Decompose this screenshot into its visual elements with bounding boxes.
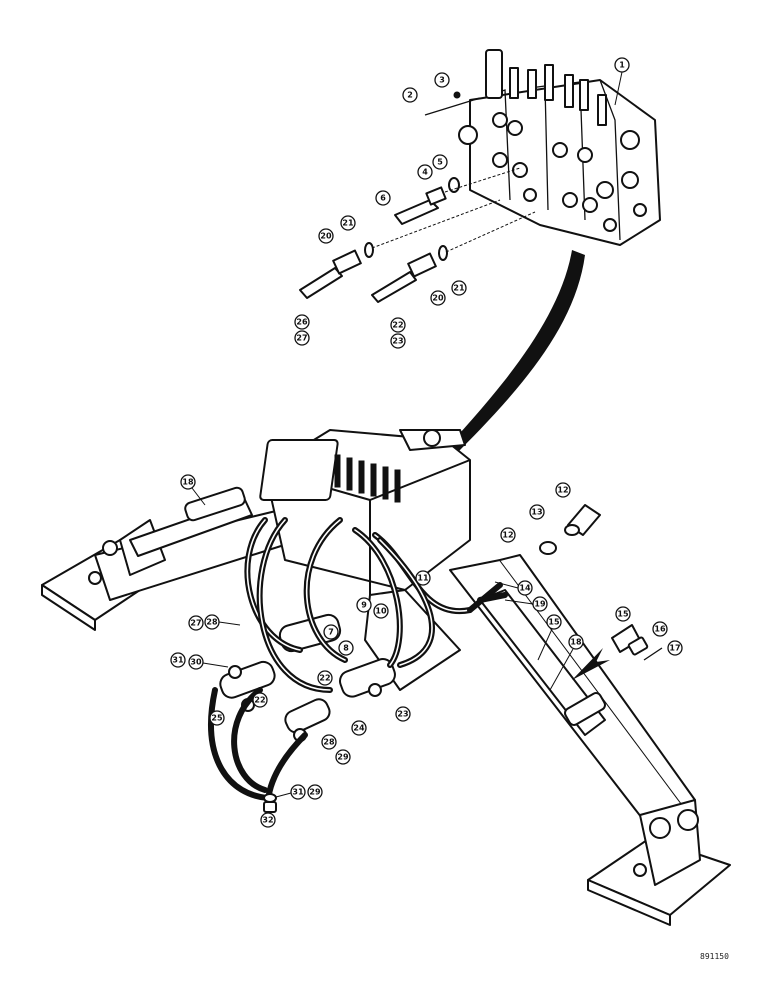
- callout-23a: 23: [390, 333, 406, 349]
- callout-22c: 22: [317, 670, 333, 686]
- callout-4: 4: [417, 164, 433, 180]
- callout-28b: 28: [321, 734, 337, 750]
- callout-29b: 29: [307, 784, 323, 800]
- loose-fittings: [263, 504, 663, 813]
- svg-text:23: 23: [397, 710, 408, 719]
- callout-2: 2: [402, 87, 418, 103]
- svg-text:28: 28: [206, 618, 218, 627]
- svg-text:7: 7: [328, 628, 334, 637]
- svg-text:18: 18: [182, 478, 194, 487]
- callout-group: 1 2 3 4 5 6 20 21 20 21 22 23 26 27 18 1…: [170, 57, 683, 828]
- svg-text:21: 21: [453, 284, 465, 293]
- svg-text:12: 12: [557, 486, 568, 495]
- svg-text:29: 29: [309, 788, 321, 797]
- callout-24: 24: [351, 720, 367, 736]
- svg-text:15: 15: [617, 610, 629, 619]
- callout-20a: 20: [318, 228, 334, 244]
- svg-text:26: 26: [296, 318, 308, 327]
- svg-text:32: 32: [262, 816, 273, 825]
- svg-text:27: 27: [296, 334, 307, 343]
- svg-text:22: 22: [392, 321, 403, 330]
- callout-30: 30: [188, 654, 204, 670]
- callout-27b: 27: [188, 615, 204, 631]
- callout-31b: 31: [290, 784, 306, 800]
- callout-12a: 12: [555, 482, 571, 498]
- svg-text:18: 18: [570, 638, 582, 647]
- svg-text:1: 1: [619, 61, 625, 70]
- callout-32: 32: [260, 812, 276, 828]
- callout-25: 25: [209, 710, 225, 726]
- svg-text:25: 25: [211, 714, 223, 723]
- svg-text:31: 31: [292, 788, 304, 797]
- hydraulic-hoses: [208, 517, 508, 813]
- svg-text:29: 29: [337, 753, 349, 762]
- callout-26: 26: [294, 314, 310, 330]
- callout-27a: 27: [294, 330, 310, 346]
- svg-text:10: 10: [375, 607, 387, 616]
- callout-6: 6: [375, 190, 391, 206]
- callout-12b: 12: [500, 527, 516, 543]
- callout-11: 11: [415, 570, 431, 586]
- callout-18a: 18: [180, 474, 196, 490]
- callout-21a: 21: [340, 215, 356, 231]
- callout-15a: 15: [546, 614, 562, 630]
- callout-21b: 21: [451, 280, 467, 296]
- svg-text:27: 27: [190, 619, 201, 628]
- svg-text:22: 22: [254, 696, 265, 705]
- svg-text:31: 31: [172, 656, 184, 665]
- callout-19: 19: [532, 596, 548, 612]
- callout-1: 1: [614, 57, 630, 73]
- figure-reference-number: 891150: [700, 952, 729, 961]
- svg-text:19: 19: [534, 600, 546, 609]
- svg-text:14: 14: [519, 584, 531, 593]
- svg-text:4: 4: [422, 168, 428, 177]
- callout-22b: 22: [252, 692, 268, 708]
- callout-16: 16: [652, 621, 668, 637]
- svg-text:5: 5: [437, 158, 443, 167]
- callout-22a: 22: [390, 317, 406, 333]
- svg-text:9: 9: [361, 601, 367, 610]
- callout-7: 7: [323, 624, 339, 640]
- svg-text:20: 20: [432, 294, 444, 303]
- svg-text:2: 2: [407, 91, 413, 100]
- svg-text:24: 24: [353, 724, 365, 733]
- svg-text:20: 20: [320, 232, 332, 241]
- callout-18b: 18: [568, 634, 584, 650]
- callout-14: 14: [517, 580, 533, 596]
- callout-3: 3: [434, 72, 450, 88]
- svg-text:8: 8: [343, 644, 349, 653]
- callout-20b: 20: [430, 290, 446, 306]
- valve-location-arrow: [440, 250, 585, 458]
- callout-9: 9: [356, 597, 372, 613]
- svg-text:30: 30: [190, 658, 202, 667]
- callout-29a: 29: [335, 749, 351, 765]
- svg-text:11: 11: [417, 574, 429, 583]
- svg-text:21: 21: [342, 219, 354, 228]
- callout-31a: 31: [170, 652, 186, 668]
- svg-text:12: 12: [502, 531, 513, 540]
- svg-text:3: 3: [439, 76, 445, 85]
- callout-17: 17: [667, 640, 683, 656]
- callout-23b: 23: [395, 706, 411, 722]
- svg-text:15: 15: [548, 618, 560, 627]
- control-valve-assembly: [299, 49, 661, 303]
- callout-13: 13: [529, 504, 545, 520]
- callout-5: 5: [432, 154, 448, 170]
- svg-text:28: 28: [323, 738, 335, 747]
- callout-10: 10: [373, 603, 389, 619]
- svg-text:13: 13: [531, 508, 542, 517]
- callout-15b: 15: [615, 606, 631, 622]
- svg-text:23: 23: [392, 337, 403, 346]
- callout-28a: 28: [204, 614, 220, 630]
- svg-text:17: 17: [669, 644, 680, 653]
- callout-8: 8: [338, 640, 354, 656]
- backhoe-frame: [41, 429, 731, 926]
- svg-text:16: 16: [654, 625, 666, 634]
- svg-text:6: 6: [380, 194, 386, 203]
- svg-text:22: 22: [319, 674, 330, 683]
